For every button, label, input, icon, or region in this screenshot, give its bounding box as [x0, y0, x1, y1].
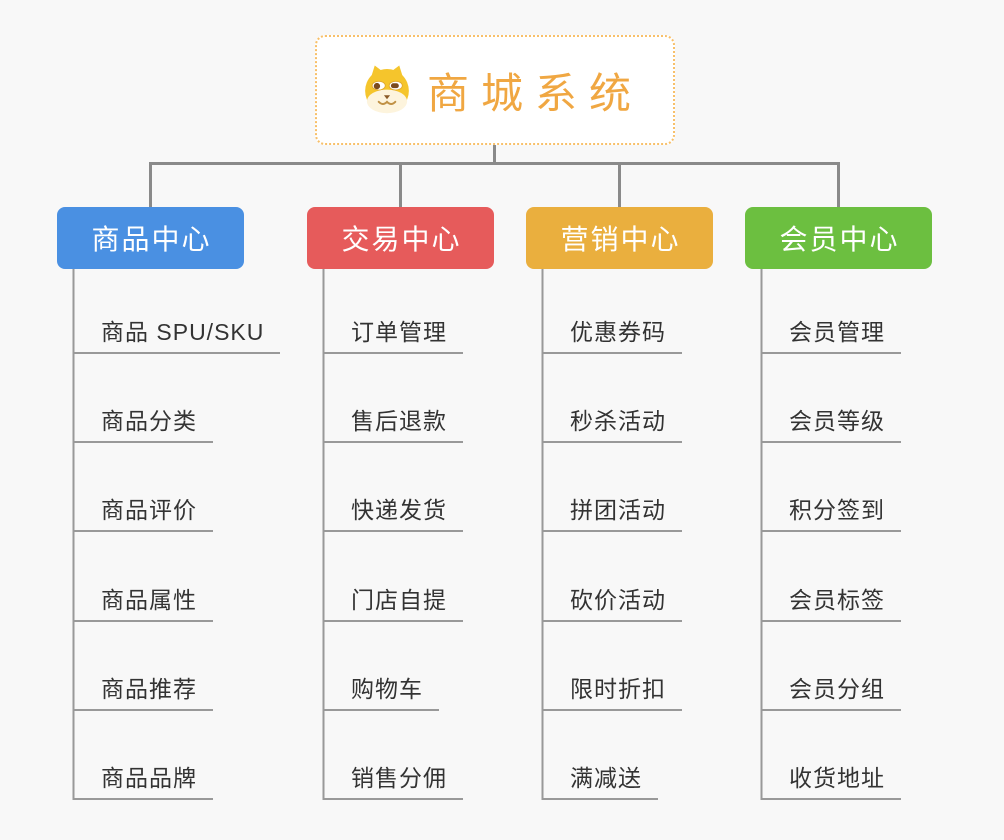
- leaf-node-shipping-address[interactable]: 收货地址: [761, 764, 901, 800]
- root-title: 商城系统: [426, 69, 643, 117]
- branch-label: 营销中心: [560, 224, 681, 255]
- leaf-node-product-spu-sku[interactable]: 商品 SPU/SKU: [73, 318, 281, 354]
- branch-label: 会员中心: [779, 224, 900, 255]
- leaf-node-express-delivery[interactable]: 快递发货: [323, 496, 463, 532]
- leaf-node-member-level[interactable]: 会员等级: [761, 407, 901, 443]
- leaf-node-product-attribute[interactable]: 商品属性: [73, 586, 213, 622]
- leaf-node-product-brand[interactable]: 商品品牌: [73, 764, 213, 800]
- branch-label: 交易中心: [341, 224, 462, 255]
- leaf-node-shopping-cart[interactable]: 购物车: [323, 675, 439, 711]
- leaf-node-product-recommend[interactable]: 商品推荐: [73, 675, 213, 711]
- leaf-node-full-reduction[interactable]: 满减送: [542, 764, 658, 800]
- branch-label: 商品中心: [91, 224, 212, 255]
- leaf-node-group-buy[interactable]: 拼团活动: [542, 496, 682, 532]
- leaf-node-coupon-code[interactable]: 优惠券码: [542, 318, 682, 354]
- dog-face-icon: [359, 62, 415, 118]
- leaf-node-bargain-activity[interactable]: 砍价活动: [542, 586, 682, 622]
- leaf-node-member-tag[interactable]: 会员标签: [761, 586, 901, 622]
- leaf-node-limited-time-discount[interactable]: 限时折扣: [542, 675, 682, 711]
- leaf-node-after-sale-refund[interactable]: 售后退款: [323, 407, 463, 443]
- leaf-node-points-checkin[interactable]: 积分签到: [761, 496, 901, 532]
- root-node[interactable]: 商城系统: [315, 35, 675, 145]
- leaf-node-store-pickup[interactable]: 门店自提: [323, 586, 463, 622]
- leaf-node-order-management[interactable]: 订单管理: [323, 318, 463, 354]
- leaf-node-product-category[interactable]: 商品分类: [73, 407, 213, 443]
- leaf-node-sales-commission[interactable]: 销售分佣: [323, 764, 463, 800]
- leaf-node-member-management[interactable]: 会员管理: [761, 318, 901, 354]
- branch-box-member-center[interactable]: 会员中心: [745, 207, 932, 269]
- leaf-node-product-review[interactable]: 商品评价: [73, 496, 213, 532]
- branch-box-product-center[interactable]: 商品中心: [57, 207, 244, 269]
- leaf-node-flash-sale[interactable]: 秒杀活动: [542, 407, 682, 443]
- branch-box-trade-center[interactable]: 交易中心: [307, 207, 494, 269]
- branch-box-marketing-center[interactable]: 营销中心: [526, 207, 713, 269]
- leaf-node-member-group[interactable]: 会员分组: [761, 675, 901, 711]
